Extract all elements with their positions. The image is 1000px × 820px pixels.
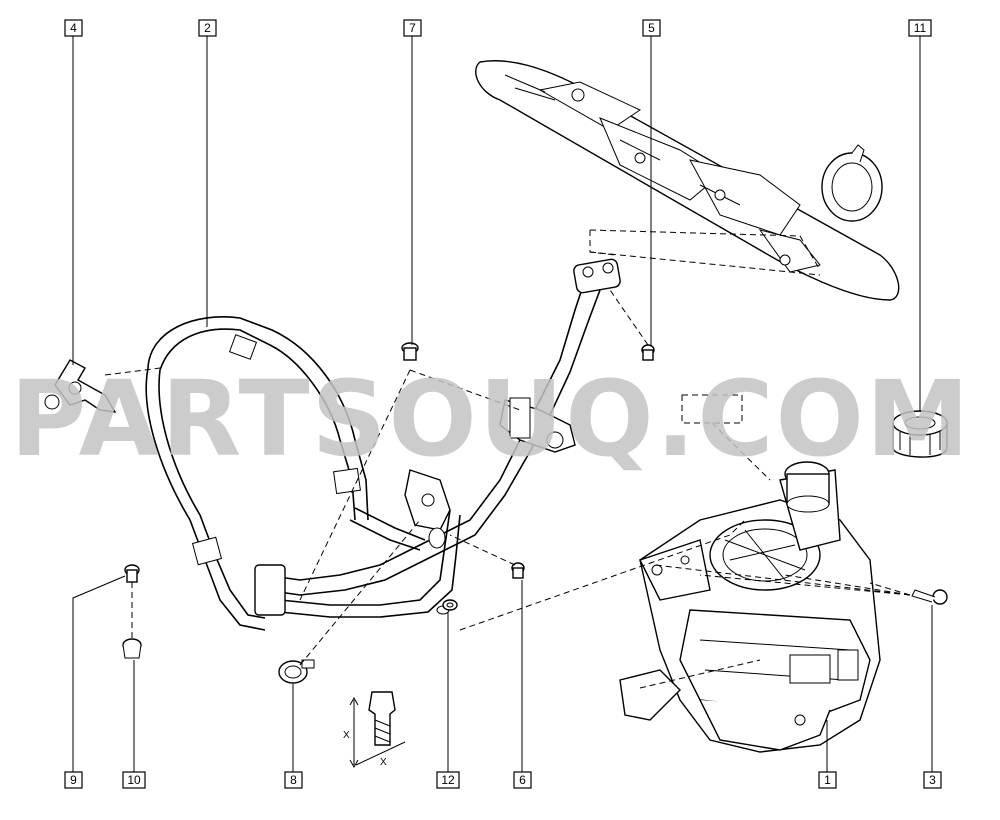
callout-12[interactable]: 12	[436, 771, 460, 789]
callout-9-label: 9	[70, 773, 77, 787]
callout-9[interactable]: 9	[64, 771, 83, 789]
callout-2[interactable]: 2	[198, 19, 217, 37]
callout-10[interactable]: 10	[122, 771, 146, 789]
callout-3-label: 3	[929, 773, 936, 787]
callout-4[interactable]: 4	[64, 19, 83, 37]
callout-11-label: 11	[914, 21, 927, 35]
callout-1[interactable]: 1	[818, 771, 837, 789]
callout-4-label: 4	[70, 21, 77, 35]
assembly-lines	[104, 229, 911, 689]
callout-5-label: 5	[648, 21, 655, 35]
leader-lines	[72, 36, 933, 772]
bolt-6[interactable]	[511, 562, 525, 579]
watermark-text: PARTSOUQ.COM	[10, 358, 971, 480]
callout-11[interactable]: 11	[908, 19, 932, 37]
power-steering-pump[interactable]	[619, 461, 881, 753]
callout-8-label: 8	[290, 773, 297, 787]
callout-2-label: 2	[204, 21, 211, 35]
bolt-9[interactable]	[124, 564, 140, 583]
nut-10[interactable]	[122, 638, 142, 659]
steering-rack[interactable]	[475, 60, 900, 301]
callout-6[interactable]: 6	[513, 771, 532, 789]
hose-clip[interactable]	[44, 359, 117, 413]
callout-10-label: 10	[127, 773, 141, 787]
callout-12-label: 12	[441, 773, 455, 787]
seal-12[interactable]	[442, 599, 458, 611]
callout-1-label: 1	[824, 773, 831, 787]
bolt-3[interactable]	[911, 589, 948, 605]
callout-7[interactable]: 7	[403, 19, 422, 37]
callout-8[interactable]: 8	[284, 771, 303, 789]
dimension-label-vertical: X	[343, 730, 350, 741]
callout-3[interactable]: 3	[923, 771, 942, 789]
callout-6-label: 6	[519, 773, 526, 787]
dimension-detail: X X	[343, 691, 406, 769]
callout-7-label: 7	[409, 21, 416, 35]
hose-clamp-8[interactable]	[278, 659, 315, 684]
reservoir-cap[interactable]	[892, 410, 948, 458]
callout-5[interactable]: 5	[642, 19, 661, 37]
high-pressure-hose[interactable]	[145, 316, 369, 631]
dimension-label-horizontal: X	[380, 757, 387, 768]
bolt-7[interactable]	[401, 342, 419, 361]
bolt-5[interactable]	[641, 344, 655, 361]
